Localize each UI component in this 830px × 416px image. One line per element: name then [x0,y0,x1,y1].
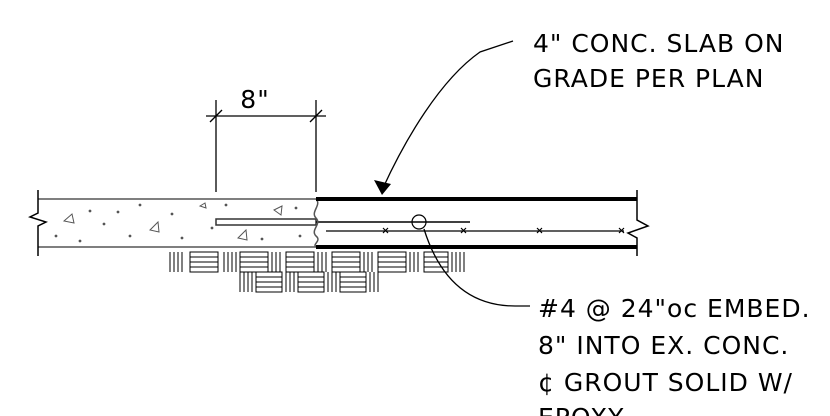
rebar-callout-line2: 8" INTO EX. CONC. [538,331,789,360]
rebar-callout-line4: EPOXY [538,403,624,416]
rebar-reinforcement [326,214,625,234]
existing-concrete-slab [28,190,316,256]
soil-hatch [169,251,465,293]
rebar-leader [423,228,530,307]
dimension-label: 8" [240,85,269,114]
rebar-callout-line1: #4 @ 24"oc EMBED. [538,294,811,323]
slab-callout-line2: GRADE PER PLAN [533,64,764,93]
dimension-8in [206,100,326,192]
construction-joint [313,198,319,248]
slab-callout-line1: 4" CONC. SLAB ON [533,29,785,58]
slab-leader [382,40,514,189]
concrete-hatch [54,202,302,243]
rebar-callout-line3: ¢ GROUT SOLID W/ [538,368,793,397]
embedded-dowel [215,218,470,226]
slab-leader-arrowhead [374,180,391,195]
new-concrete-slab [316,190,650,256]
